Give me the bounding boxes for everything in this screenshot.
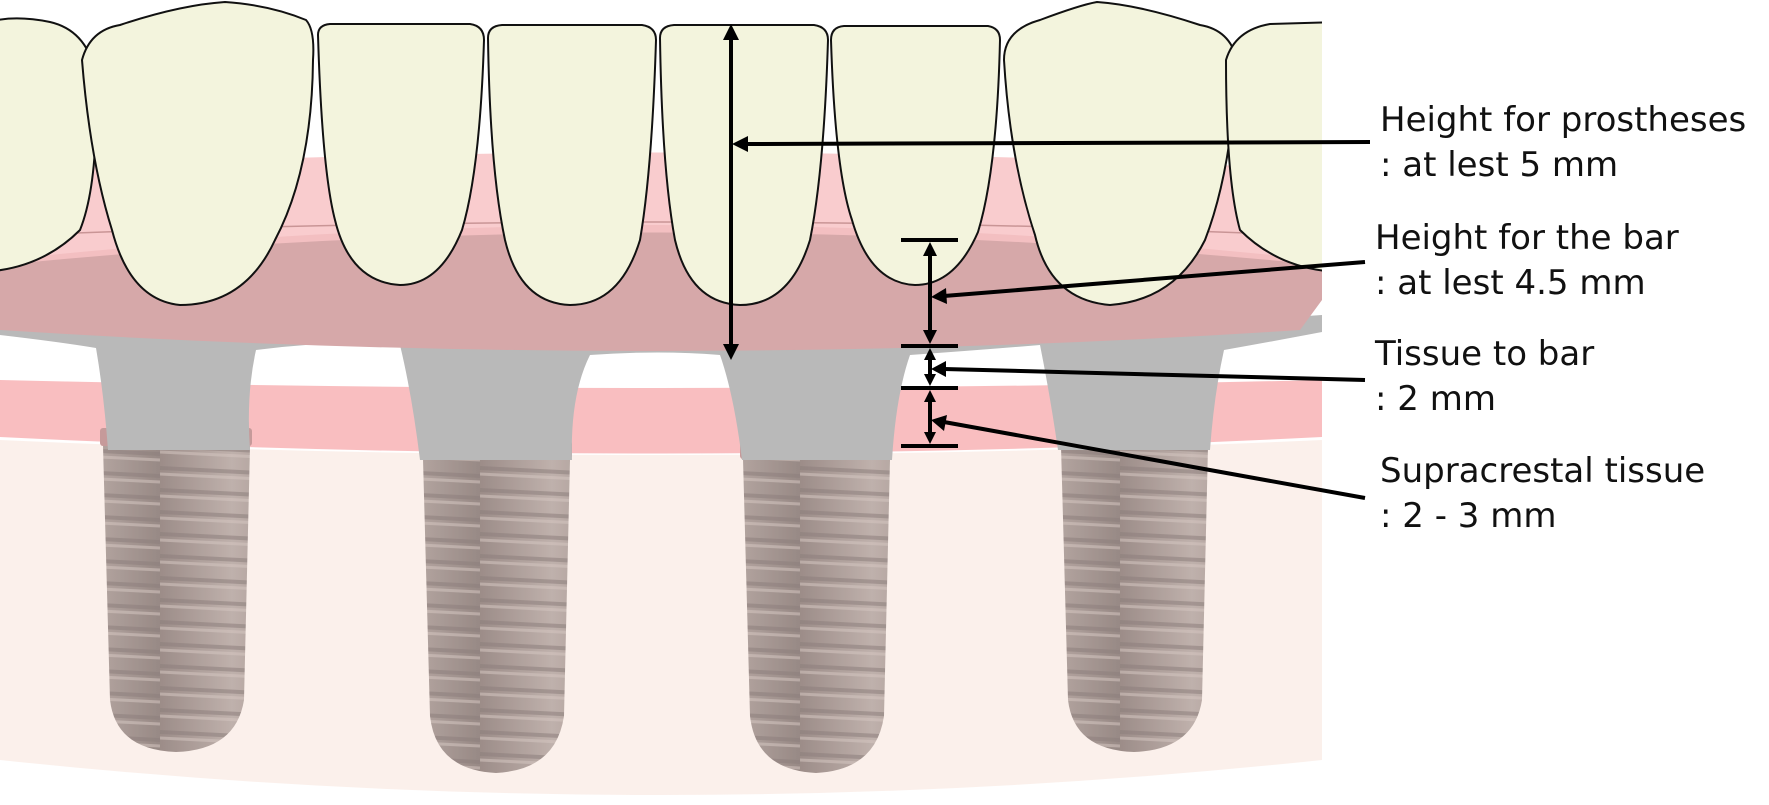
tooth-central-right [658, 24, 830, 307]
tooth-left-canine [80, 0, 315, 307]
label-tissue-to-bar-value: : 2 mm [1375, 379, 1496, 419]
implant-4 [1058, 428, 1210, 752]
tooth-central-left [486, 24, 658, 307]
implant-1 [100, 428, 252, 752]
label-bar-title: Height for the bar [1375, 218, 1679, 258]
prostheses-leader [745, 140, 1371, 146]
tissue-bar-leader [943, 367, 1366, 382]
bone-region [0, 440, 1322, 795]
label-tissue-to-bar-title: Tissue to bar [1375, 334, 1595, 374]
label-supracrestal-title: Supracrestal tissue [1380, 451, 1706, 491]
label-bar: Height for the bar : at lest 4.5 mm [1375, 216, 1679, 306]
bar-leader [943, 260, 1366, 298]
label-prostheses-title: Height for prostheses [1380, 100, 1747, 140]
tooth-right-canine [1002, 0, 1239, 307]
prostheses-arrowhead-top [723, 24, 739, 40]
label-supracrestal: Supracrestal tissue : 2 - 3 mm [1380, 449, 1705, 539]
implant-3 [740, 441, 892, 773]
implant-2 [420, 441, 572, 773]
measurements [723, 24, 1371, 500]
teeth [0, 0, 1322, 307]
gingiva-band [0, 380, 1322, 454]
label-tissue-to-bar: Tissue to bar : 2 mm [1375, 332, 1594, 422]
tooth-lateral-left [316, 23, 486, 287]
label-bar-value: : at lest 4.5 mm [1375, 263, 1646, 303]
gum-arch [0, 225, 1322, 351]
label-prostheses: Height for prostheses : at lest 5 mm [1380, 98, 1746, 188]
label-prostheses-value: : at lest 5 mm [1380, 145, 1619, 185]
label-supracrestal-value: : 2 - 3 mm [1380, 496, 1557, 536]
tooth-lateral-right [829, 25, 1002, 287]
supracrestal-leader [943, 420, 1366, 500]
prostheses-arrowhead-bottom [723, 344, 739, 360]
tooth-far-right [1224, 21, 1322, 272]
